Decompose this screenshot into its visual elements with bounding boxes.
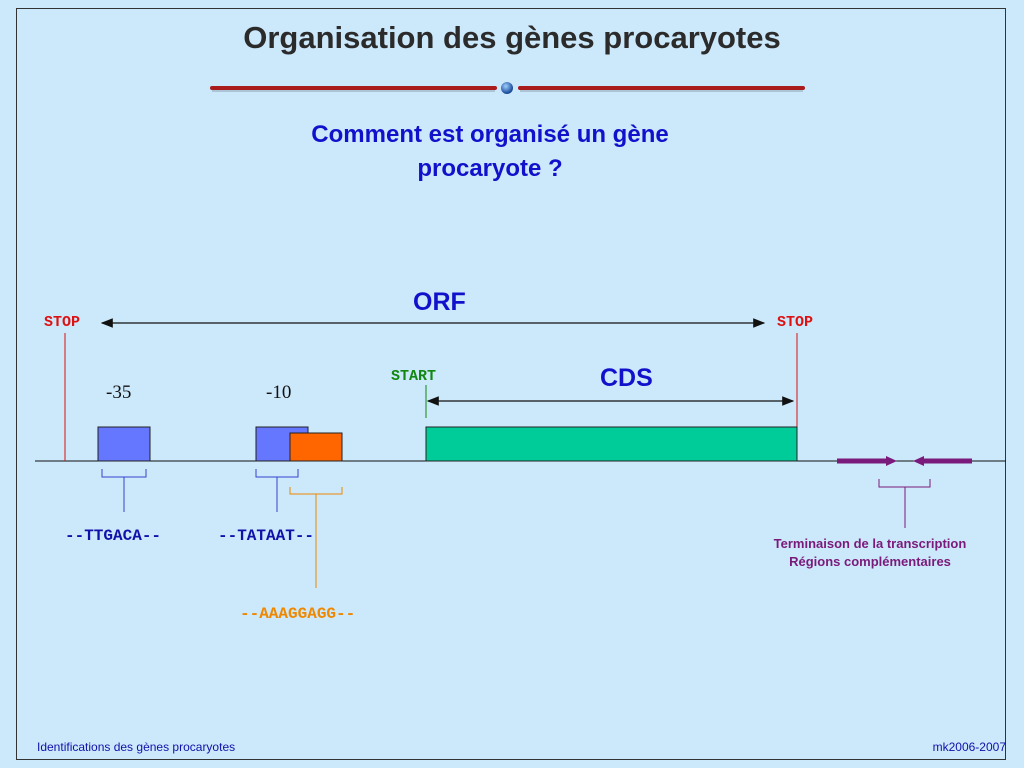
termination-line1: Terminaison de la transcription	[773, 536, 967, 551]
bracket-rbs	[289, 487, 343, 588]
cds-label: CDS	[600, 364, 653, 392]
title-divider	[210, 82, 805, 94]
slide-subtitle: Comment est organisé un gène procaryote …	[311, 121, 669, 182]
terminator-arrows	[837, 456, 972, 466]
termination-label: Terminaison de la transcription Régions …	[740, 535, 1000, 571]
seq-rbs: --AAAGGAGG--	[240, 605, 356, 623]
start-label: START	[391, 368, 437, 385]
box-minus35	[97, 426, 151, 462]
bracket-minus35	[101, 469, 147, 512]
stop-right-label: STOP	[777, 314, 814, 331]
footer-right: mk2006-2007	[932, 740, 1006, 754]
termination-line2: Régions complémentaires	[789, 554, 951, 569]
orf-label: ORF	[413, 288, 466, 316]
seq-minus10: --TATAAT--	[218, 527, 315, 545]
minus35-label: -35	[106, 382, 132, 403]
stop-left-label: STOP	[44, 314, 81, 331]
seq-minus35: --TTGACA--	[65, 527, 162, 545]
box-cds	[425, 426, 798, 462]
slide-frame	[16, 8, 1006, 760]
bracket-terminator	[878, 479, 931, 528]
bracket-minus10	[255, 469, 299, 512]
slide-title: Organisation des gènes procaryotes	[243, 20, 781, 55]
minus10-label: -10	[266, 382, 292, 403]
box-rbs	[289, 432, 343, 462]
footer-left: Identifications des gènes procaryotes	[37, 740, 236, 754]
